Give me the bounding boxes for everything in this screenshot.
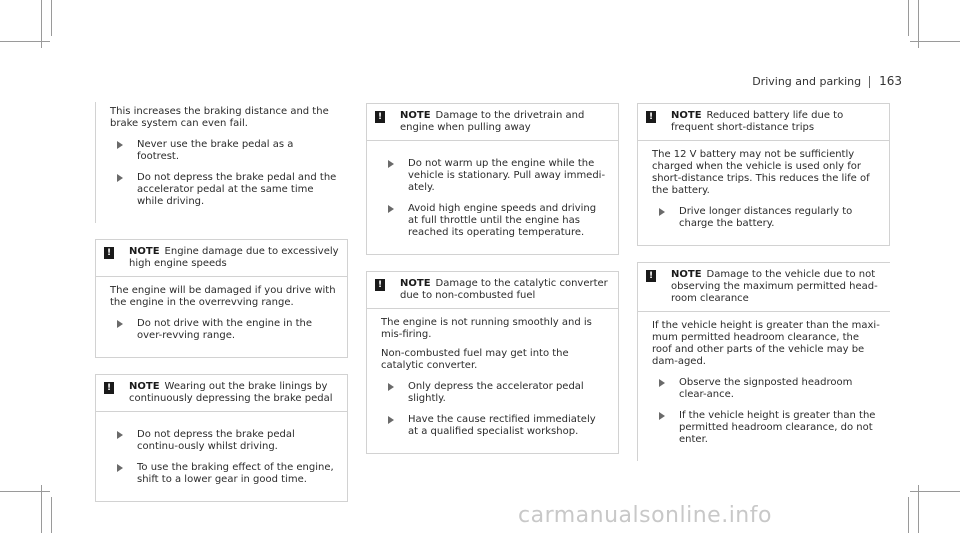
note-label: NOTE bbox=[400, 110, 431, 121]
list-item: Have the cause rectified immediately at … bbox=[381, 414, 608, 438]
list-item: Observe the signposted headroom clear-an… bbox=[652, 377, 880, 401]
note-title: Damage to the drivetrain and engine when… bbox=[400, 110, 585, 133]
note-body: Do not warm up the engine while the vehi… bbox=[367, 141, 618, 254]
bullet-icon bbox=[117, 174, 123, 182]
intro-paragraph: This increases the braking distance and … bbox=[110, 106, 329, 129]
note-title: Wearing out the brake linings by continu… bbox=[129, 381, 333, 404]
crop-mark bbox=[908, 497, 909, 533]
section-title: Driving and parking bbox=[752, 75, 862, 88]
list-item: If the vehicle height is greater than th… bbox=[652, 410, 880, 446]
note-body: The engine will be damaged if you drive … bbox=[96, 277, 347, 357]
note-label: NOTE bbox=[671, 269, 702, 280]
crop-mark bbox=[0, 41, 50, 42]
list-item: Never use the brake pedal as a footrest. bbox=[110, 139, 338, 163]
warning-icon: ! bbox=[104, 382, 114, 394]
warning-icon: ! bbox=[375, 279, 385, 291]
page-number: 163 bbox=[879, 74, 902, 88]
warning-icon: ! bbox=[646, 270, 656, 282]
bullet-icon bbox=[388, 383, 394, 391]
note-title: Engine damage due to excessively high en… bbox=[129, 246, 339, 269]
warning-icon: ! bbox=[375, 111, 385, 123]
list-item: Avoid high engine speeds and driving at … bbox=[381, 203, 608, 239]
note-label: NOTE bbox=[400, 278, 431, 289]
crop-mark bbox=[910, 41, 960, 42]
crop-mark bbox=[0, 491, 50, 492]
crop-mark bbox=[51, 0, 52, 36]
list-item: Do not depress the brake pedal continu-o… bbox=[110, 429, 337, 453]
bullet-icon bbox=[659, 379, 665, 387]
list-item: Only depress the accelerator pedal sligh… bbox=[381, 381, 608, 405]
note-body: Do not depress the brake pedal continu-o… bbox=[96, 412, 347, 501]
bullet-icon bbox=[659, 208, 665, 216]
list-item: To use the braking effect of the engine,… bbox=[110, 462, 337, 486]
note-paragraph: The engine is not running smoothly and i… bbox=[381, 317, 592, 340]
column-1: This increases the braking distance and … bbox=[95, 102, 348, 518]
note-body: The engine is not running smoothly and i… bbox=[367, 309, 618, 453]
warning-icon: ! bbox=[104, 247, 114, 259]
crop-mark bbox=[908, 0, 909, 36]
bullet-icon bbox=[117, 141, 123, 149]
crop-mark bbox=[918, 0, 919, 48]
bullet-icon bbox=[388, 160, 394, 168]
crop-mark bbox=[51, 497, 52, 533]
note-paragraph: Non-combusted fuel may get into the cata… bbox=[381, 348, 569, 371]
note-paragraph: The engine will be damaged if you drive … bbox=[110, 285, 336, 308]
crop-mark bbox=[41, 0, 42, 48]
note-title: Reduced battery life due to frequent sho… bbox=[671, 110, 844, 133]
list-item: Do not drive with the engine in the over… bbox=[110, 318, 337, 342]
warning-icon: ! bbox=[646, 111, 656, 123]
note-body: If the vehicle height is greater than th… bbox=[638, 312, 890, 461]
crop-mark bbox=[910, 491, 960, 492]
note-paragraph: The 12 V battery may not be sufficiently… bbox=[652, 149, 870, 196]
watermark: carmanualsonline.info bbox=[518, 503, 772, 528]
note-label: NOTE bbox=[129, 381, 160, 392]
note-label: NOTE bbox=[671, 110, 702, 121]
bullet-icon bbox=[659, 412, 665, 420]
note-paragraph: If the vehicle height is greater than th… bbox=[652, 320, 880, 367]
note-title: Damage to the catalytic converter due to… bbox=[400, 278, 608, 301]
list-item: Do not depress the brake pedal and the a… bbox=[110, 172, 338, 208]
intro-block: This increases the braking distance and … bbox=[95, 102, 348, 223]
bullet-icon bbox=[117, 320, 123, 328]
note-label: NOTE bbox=[129, 246, 160, 257]
list-item: Do not warm up the engine while the vehi… bbox=[381, 158, 608, 194]
bullet-icon bbox=[117, 431, 123, 439]
bullet-icon bbox=[388, 205, 394, 213]
list-item: Drive longer distances regularly to char… bbox=[652, 206, 879, 230]
bullet-icon bbox=[388, 416, 394, 424]
note-title: Damage to the vehicle due to not observi… bbox=[671, 269, 878, 304]
page-header: Driving and parking 163 bbox=[752, 74, 902, 88]
crop-mark bbox=[41, 485, 42, 533]
bullet-icon bbox=[117, 464, 123, 472]
crop-mark bbox=[918, 485, 919, 533]
note-body: The 12 V battery may not be sufficiently… bbox=[638, 141, 889, 245]
